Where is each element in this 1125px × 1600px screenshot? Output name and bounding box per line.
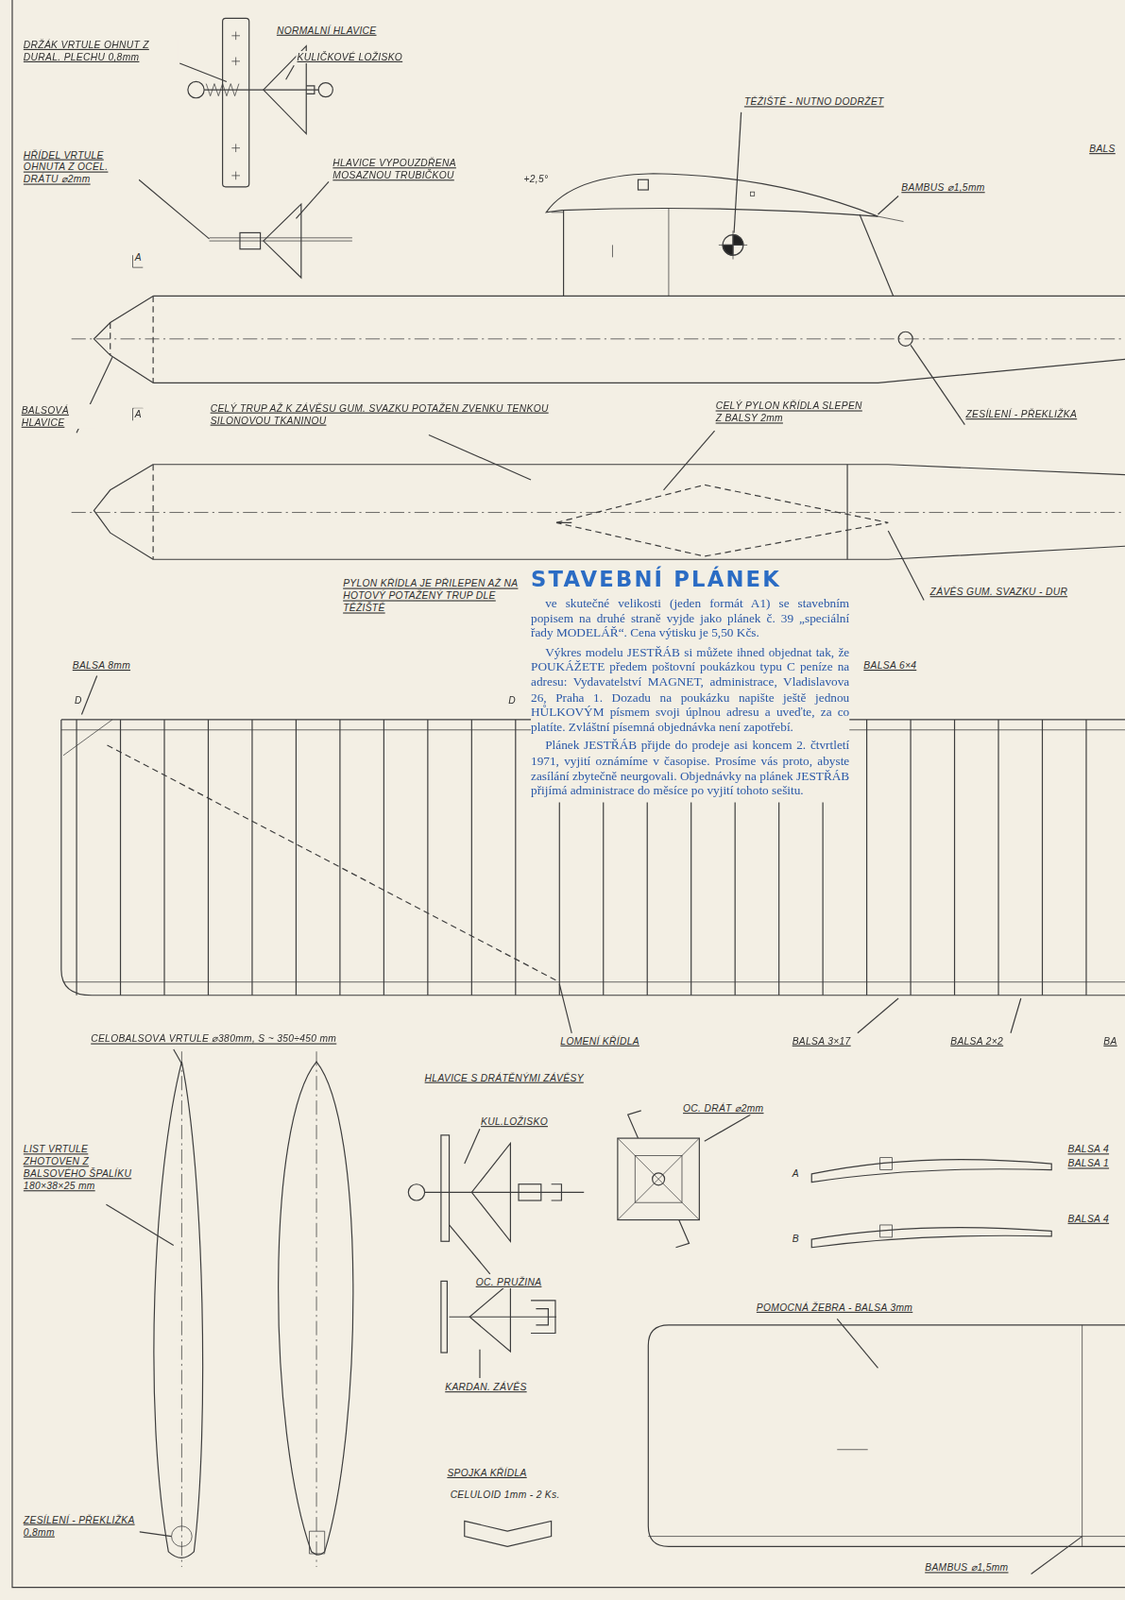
part-label: HŘÍDEL VRTULE OHNUTA Z OCEL. DRÁTU ⌀2mm: [22, 149, 139, 187]
part-label: BALSA 6×4: [862, 659, 918, 672]
notice-heading: STAVEBNÍ PLÁNEK: [530, 567, 850, 593]
part-label: A: [134, 408, 143, 421]
part-label: HLAVICE S DRÁTĚNÝMI ZÁVĚSY: [424, 1072, 585, 1085]
notice-paragraph: ve skutečné velikosti (jeden formát A1) …: [530, 596, 850, 641]
part-label: POMOCNÁ ŽEBRA - BALSA 3mm: [755, 1301, 915, 1314]
part-label: A: [791, 1167, 801, 1180]
wing-rib: [471, 719, 473, 996]
part-label: B: [791, 1233, 801, 1246]
wing-rib: [866, 719, 868, 996]
notice-paragraph: Plánek JESTŘÁB přijde do prodeje asi kon…: [530, 738, 850, 799]
part-label: D: [507, 694, 517, 707]
part-label: D: [73, 694, 84, 707]
part-label: NORMALNÍ HLAVICE: [275, 24, 378, 37]
part-label: BALSA 1: [1066, 1158, 1110, 1171]
part-label: LOMENÍ KŘÍDLA: [559, 1035, 641, 1048]
wing-rib: [119, 719, 121, 996]
part-label: OC. PRUŽINA: [475, 1276, 544, 1289]
part-label: OC. DRÁT ⌀2mm: [681, 1102, 766, 1115]
part-label: +2,5°: [522, 173, 549, 187]
part-label: SPOJKA KŘÍDLA: [445, 1466, 528, 1480]
part-label: ZÁVĚS GUM. SVAZKU - DUR: [929, 585, 1070, 598]
part-label: BALSA 4: [1066, 1212, 1110, 1226]
part-label: BALSA 8mm: [71, 659, 132, 672]
wing-rib: [75, 719, 77, 996]
order-notice: STAVEBNÍ PLÁNEK ve skutečné velikosti (je…: [530, 567, 850, 802]
part-label: ZESÍLENÍ - PŘEKLIŽKA: [964, 408, 1078, 421]
part-label: CELOBALSOVÁ VRTULE ⌀380mm, S ~ 350÷450 m…: [89, 1033, 338, 1046]
part-label: BALSA 3×17: [791, 1035, 853, 1048]
part-label: BA: [1102, 1035, 1119, 1048]
wing-rib: [163, 719, 165, 996]
part-label: TĚŽIŠTĚ - NUTNO DODRŽET: [743, 96, 886, 109]
wing-rib: [251, 719, 253, 996]
wing-rib: [383, 719, 385, 996]
part-label: A: [134, 251, 143, 264]
part-label: BAMBUS ⌀1,5mm: [900, 181, 986, 194]
part-label: CELULOID 1mm - 2 Ks.: [449, 1488, 562, 1501]
wing-rib: [339, 719, 341, 996]
part-label: BALS: [1088, 142, 1117, 155]
part-label: LIST VRTULE ZHOTOVEN Z BALSOVÉHO ŠPALÍKU…: [22, 1142, 139, 1193]
wing-rib: [426, 719, 428, 996]
wing-rib: [954, 719, 955, 996]
part-label: KARDAN. ZÁVĚS: [443, 1380, 529, 1394]
wing-rib: [1085, 719, 1087, 996]
part-label: ZESÍLENÍ - PŘEKLIŽKA 0,8mm: [22, 1514, 139, 1539]
part-label: KULIČKOVÉ LOŽISKO: [295, 51, 404, 64]
wing-rib: [207, 719, 209, 996]
notice-paragraph: Výkres modelu JESTŘÁB si můžete ihned ob…: [530, 645, 850, 735]
part-label: BALSA 2×2: [949, 1035, 1005, 1048]
wing-rib: [909, 719, 911, 996]
part-label: BALSA 4: [1066, 1142, 1110, 1156]
part-label: CELÝ TRUP AŽ K ZÁVĚSU GUM. SVAZKU POTAŽE…: [209, 402, 560, 427]
part-label: KUL.LOŽISKO: [479, 1115, 549, 1128]
wing-rib: [295, 719, 297, 996]
part-label: BALSOVÁ HLAVICE: [20, 404, 97, 429]
part-label: HLAVICE VYPOUZDŘENA MOSAZNOU TRUBIČKOU: [331, 156, 487, 182]
wing-rib: [997, 719, 999, 996]
part-label: BAMBUS ⌀1,5mm: [923, 1562, 1009, 1575]
part-label: CELÝ PYLON KŘÍDLA SLEPEN Z BALSY 2mm: [715, 400, 870, 426]
wing-rib: [514, 719, 516, 996]
part-label: DRŽÁK VRTULE OHNUT Z DURAL. PLECHU 0,8mm: [22, 38, 178, 64]
wing-rib: [1041, 719, 1043, 996]
part-label: PYLON KŘÍDLA JE PŘILEPEN AŽ NA HOTOVÝ PO…: [341, 578, 530, 615]
